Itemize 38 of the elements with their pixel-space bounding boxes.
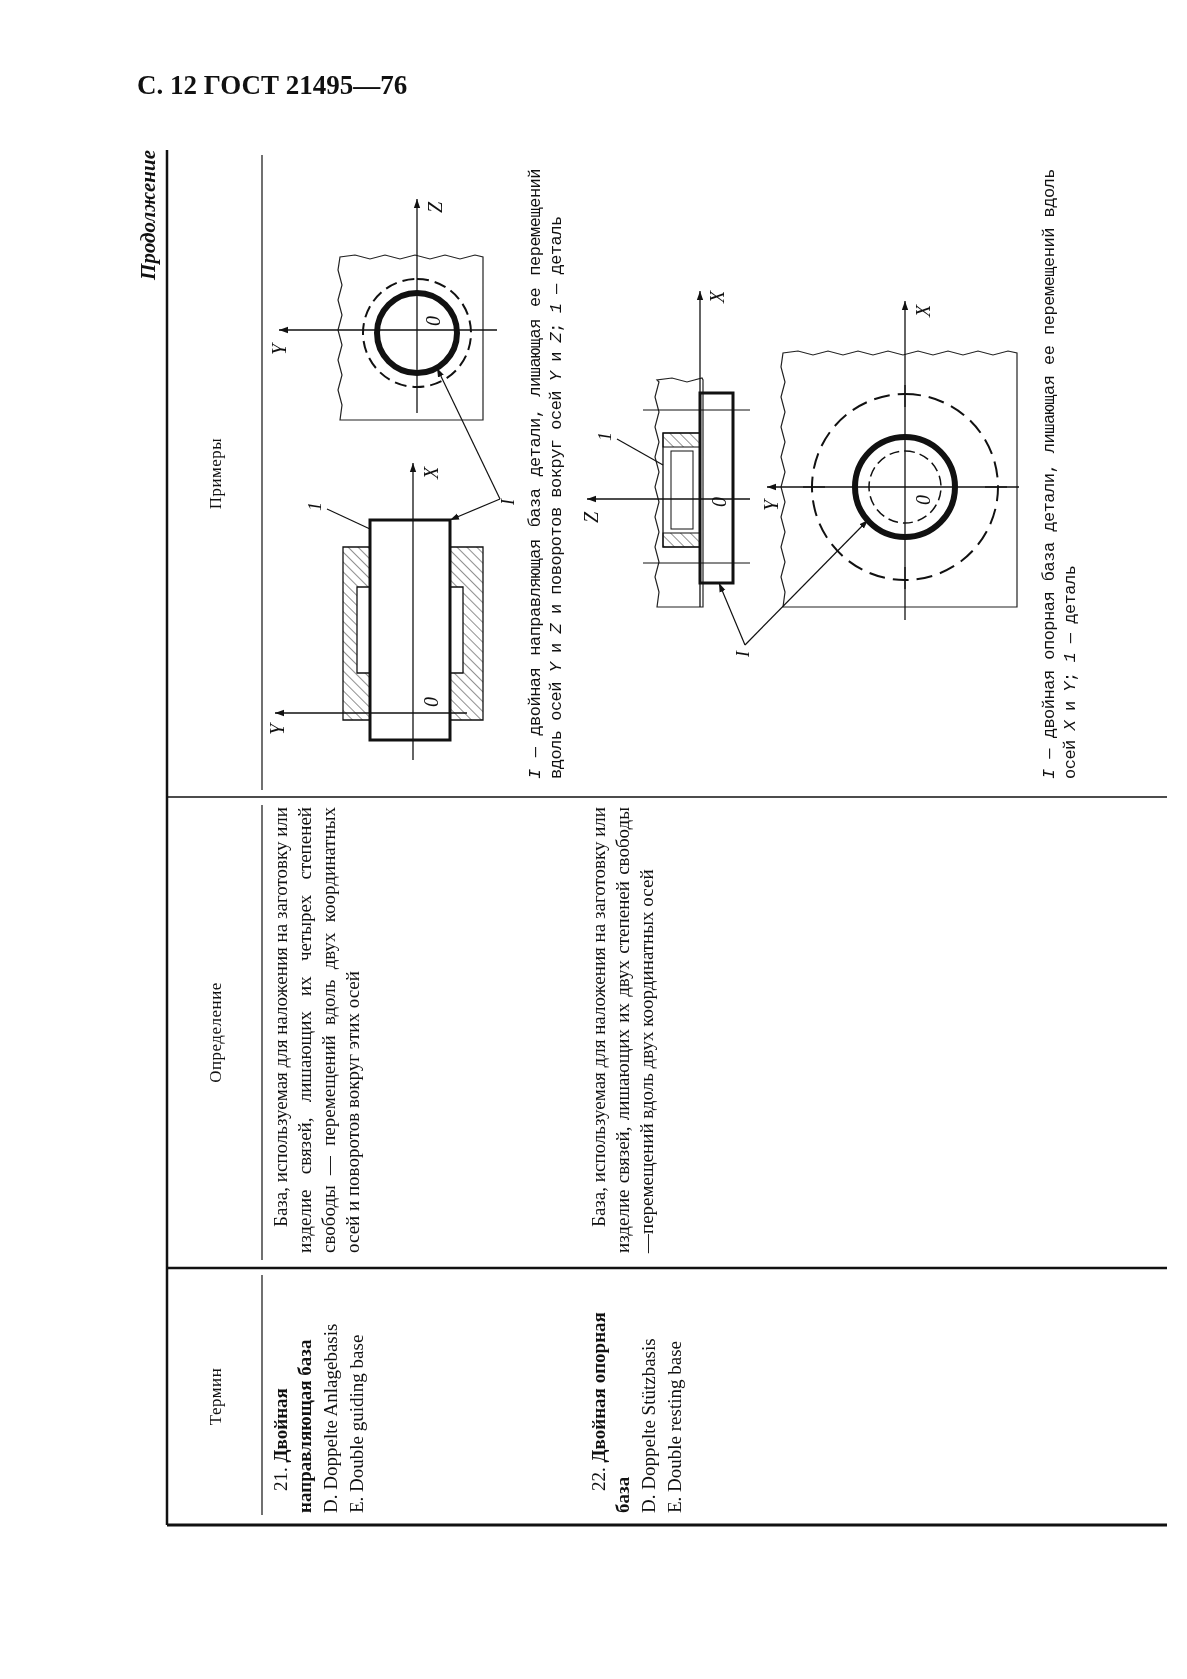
callout-number: 1 (305, 500, 325, 513)
flange-part (662, 391, 735, 585)
term-translation: D. Doppelte Anlagebasis (319, 1322, 342, 1513)
base-circle (852, 434, 958, 540)
leader-line (744, 519, 869, 646)
axis-label: X (419, 466, 443, 479)
origin-label: 0 (421, 316, 445, 326)
leader-line (718, 582, 746, 646)
axis-label: Y (265, 723, 289, 735)
leader-line (326, 508, 371, 530)
callout-number: I (498, 497, 518, 507)
leader-line (436, 367, 501, 500)
column-header: Примеры (205, 436, 226, 512)
origin-label: 0 (911, 495, 935, 505)
base-circle (374, 290, 460, 376)
origin-label: 0 (707, 497, 731, 507)
definition-text: База, используемая для наложения на заготовку или изделие связей, лишающих их двух степеней свободы—перемещений вдоль двух координатных осей (587, 807, 658, 1253)
definition-text: База, используемая для наложения на заготовку или изделие связей, лишающих их четырех степеней свободы — перемещений вдоль двух координатных осей и поворотов вокруг этих осей (269, 807, 364, 1253)
origin-label: 0 (419, 697, 443, 707)
axis-label: Z (423, 201, 447, 213)
axis-label: X (911, 304, 935, 317)
axis-label: Z (579, 511, 603, 523)
callout-number: 1 (595, 430, 615, 443)
column-header: Термин (205, 1366, 226, 1428)
leader-line (616, 438, 664, 466)
continuation-note: Продолжение (135, 150, 161, 282)
term-title: 22. Двойная опорная база (587, 1311, 634, 1513)
axis-label: Y (267, 343, 291, 355)
callout-number: I (733, 649, 753, 659)
shaft-part (368, 518, 452, 742)
axis-label: X (705, 290, 729, 303)
axis-label: Y (759, 499, 783, 511)
term-translation: E. Double guiding base (345, 1333, 368, 1513)
column-header: Определение (205, 981, 226, 1085)
page-header: С. 12 ГОСТ 21495—76 (137, 70, 408, 101)
leader-line (449, 498, 501, 521)
term-translation: E. Double resting base (663, 1340, 686, 1513)
term-translation: D. Doppelte Stützbasis (637, 1337, 660, 1513)
